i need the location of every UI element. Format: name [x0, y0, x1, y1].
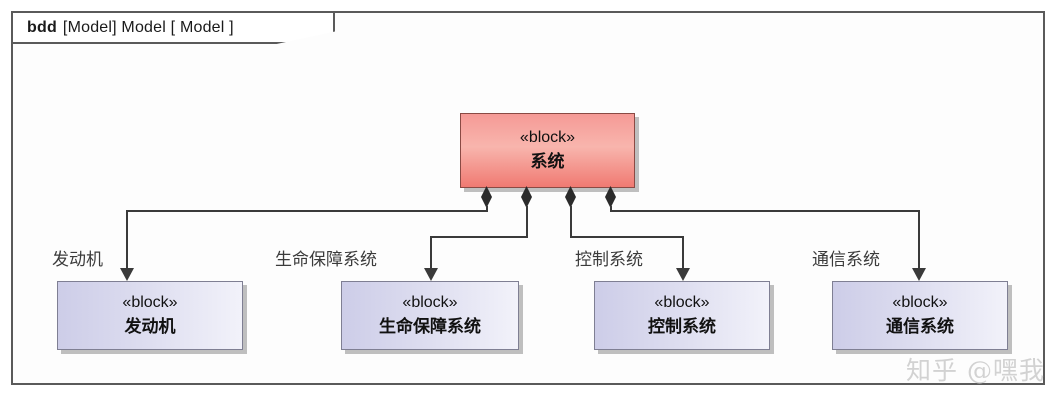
block-name: 生命保障系统 — [379, 316, 481, 337]
connector-2-arrowhead — [424, 268, 438, 281]
block-name: 控制系统 — [648, 316, 716, 337]
block-child-engine[interactable]: «block» 发动机 — [57, 281, 243, 350]
block-name: 系统 — [530, 151, 565, 172]
role-label-4: 通信系统 — [812, 250, 880, 270]
diagram-frame-header: bdd [Model] Model [ Model ] — [11, 11, 335, 44]
connector-3-segment-v1 — [570, 206, 572, 238]
block-child-communication[interactable]: «block» 通信系统 — [832, 281, 1008, 350]
role-label-2: 生命保障系统 — [275, 250, 377, 270]
connector-1-segment-h — [126, 210, 488, 212]
connector-3-segment-v2 — [682, 236, 684, 272]
connector-1-segment-v2 — [126, 210, 128, 272]
composition-diamond-1 — [481, 186, 492, 208]
connector-2-segment-v2 — [430, 236, 432, 272]
block-stereotype: «block» — [122, 294, 178, 312]
block-stereotype: «block» — [892, 294, 948, 312]
connector-1-arrowhead — [120, 268, 134, 281]
block-name: 发动机 — [124, 316, 176, 337]
block-child-control[interactable]: «block» 控制系统 — [594, 281, 770, 350]
connector-2-segment-h — [430, 236, 528, 238]
connector-4-segment-v2 — [918, 210, 920, 272]
connector-4-arrowhead — [912, 268, 926, 281]
diagram-title-label: [Model] Model [ Model ] — [62, 18, 234, 36]
block-root-system[interactable]: «block» 系统 — [460, 113, 635, 188]
block-name: 通信系统 — [886, 316, 954, 337]
connector-1-segment-v1 — [486, 206, 488, 212]
connector-3-segment-h — [570, 236, 684, 238]
role-label-3: 控制系统 — [575, 250, 643, 270]
role-label-1: 发动机 — [52, 250, 103, 270]
composition-diamond-3 — [565, 186, 576, 208]
block-stereotype: «block» — [519, 129, 576, 147]
connector-4-segment-h — [610, 210, 920, 212]
connector-2-segment-v1 — [526, 206, 528, 238]
connector-3-arrowhead — [676, 268, 690, 281]
block-stereotype: «block» — [654, 294, 710, 312]
block-child-life-support[interactable]: «block» 生命保障系统 — [341, 281, 519, 350]
connector-4-segment-v1 — [610, 206, 612, 212]
composition-diamond-2 — [521, 186, 532, 208]
composition-diamond-4 — [605, 186, 616, 208]
block-stereotype: «block» — [402, 294, 458, 312]
diagram-kind-label: bdd — [27, 18, 57, 36]
